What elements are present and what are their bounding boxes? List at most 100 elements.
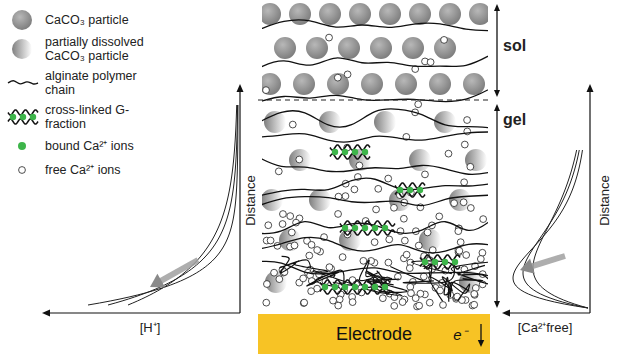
alginate-chain [262, 88, 488, 103]
caco3-particle [338, 37, 360, 59]
free-ca-ion [339, 254, 346, 261]
caco3-particle [402, 37, 424, 59]
arrowhead [494, 301, 500, 308]
legend-swatches [8, 10, 38, 173]
free-ca-ion [296, 156, 303, 163]
caco3-particle [262, 73, 281, 95]
free-ca-ion [424, 229, 431, 236]
free-ca-ion [275, 168, 282, 175]
caco3-particle [379, 3, 401, 25]
region-label: sol [503, 37, 526, 55]
bound-ca-ion [432, 259, 438, 265]
free-ca-ion [440, 302, 447, 309]
alginate-chain [262, 195, 488, 206]
arrowhead [494, 90, 500, 97]
free-ca-ion [436, 213, 443, 220]
free-ca-ion [386, 236, 393, 243]
free-ca-ion [356, 162, 363, 169]
bound-ca-ion [30, 114, 36, 120]
electron-arrow [474, 314, 488, 354]
ca-concentration-curve [533, 150, 588, 308]
free-ca-ion [471, 291, 478, 298]
free-ca-ion [276, 276, 283, 283]
axis [239, 91, 240, 313]
alginate-tangle [280, 256, 299, 273]
free-ca-ion [400, 215, 407, 222]
legend-text: partially dissolved CaCO₃ particle [45, 35, 163, 63]
free-ca-ion [371, 239, 378, 246]
partially-dissolved-particle [279, 229, 301, 251]
free-ca-ion [342, 193, 349, 200]
free-ca-ion [441, 37, 448, 44]
free-ca-ion [291, 242, 298, 249]
free-ca-ion [19, 167, 26, 174]
free-ca-ion [308, 288, 315, 295]
free-ca-ion [401, 237, 408, 244]
free-ca-ion [335, 211, 342, 218]
axis [589, 91, 590, 313]
free-ca-ion [463, 252, 470, 259]
alginate-chain [262, 54, 488, 68]
trend-arrow-head [520, 258, 535, 273]
cross-linked-chain [340, 221, 395, 226]
bound-ca-ion [342, 149, 348, 155]
bound-ca-ion [20, 114, 26, 120]
h-concentration-curve [128, 105, 237, 305]
free-ca-ion [326, 264, 333, 271]
free-ca-ion [427, 59, 434, 66]
arrow-shaft [480, 324, 481, 341]
free-ca-ion [375, 185, 382, 192]
caco3-particle [395, 73, 417, 95]
bound-ca-ion [322, 284, 328, 290]
caco3-particle [262, 3, 281, 25]
free-ca-ion [415, 101, 422, 108]
caco3-particle [434, 37, 456, 59]
partially-dissolved-particle [374, 111, 396, 133]
region-bracket [496, 9, 497, 92]
alginate-chain [262, 20, 488, 31]
gel-illustration [262, 3, 488, 310]
arrowhead [478, 340, 484, 347]
electron-symbol: e⁻ [453, 324, 466, 344]
free-ca-ion [399, 299, 406, 306]
caco3-particle [463, 73, 485, 95]
bound-ca-ion [332, 149, 338, 155]
h-concentration-curve [88, 105, 238, 305]
free-ca-ion [334, 74, 341, 81]
region-bracket [496, 109, 497, 303]
bound-ca-ion [372, 284, 378, 290]
free-ca-ion [479, 249, 486, 256]
bound-ca-ion [382, 284, 388, 290]
free-ca-ion [464, 117, 471, 124]
free-ca-ion [300, 300, 307, 307]
free-ca-ion [301, 299, 308, 306]
ca-concentration-curve [523, 150, 588, 308]
free-ca-ion [406, 265, 413, 272]
free-ca-ion [326, 34, 333, 41]
caco3-particle [429, 73, 451, 95]
caco3-particle [469, 3, 488, 25]
axis-label: Distance [596, 175, 611, 226]
free-ca-ion [445, 150, 452, 157]
caco3-particle [349, 3, 371, 25]
caco3-particle [409, 3, 431, 25]
free-ca-ion [360, 257, 367, 264]
region-label: gel [503, 111, 526, 129]
free-ca-ion [263, 299, 270, 306]
free-ca-ion [349, 299, 356, 306]
legend-text: bound Ca²⁺ ions [45, 139, 163, 153]
arrowhead [587, 84, 594, 92]
h-concentration-curve [108, 105, 238, 305]
bound-ca-ion [452, 259, 458, 265]
bound-ca-ion [442, 259, 448, 265]
bound-ca-ion [372, 225, 378, 231]
free-ca-ion [477, 256, 484, 263]
bound-ca-ion [352, 225, 358, 231]
caco3-particle [439, 3, 461, 25]
free-ca-ion [467, 205, 474, 212]
sol-gel-boundary [258, 100, 490, 101]
bound-ca-ion [362, 149, 368, 155]
free-ca-ion [457, 239, 464, 246]
ca-concentration-curve [513, 150, 588, 308]
partially-dissolved-particle [409, 149, 431, 171]
